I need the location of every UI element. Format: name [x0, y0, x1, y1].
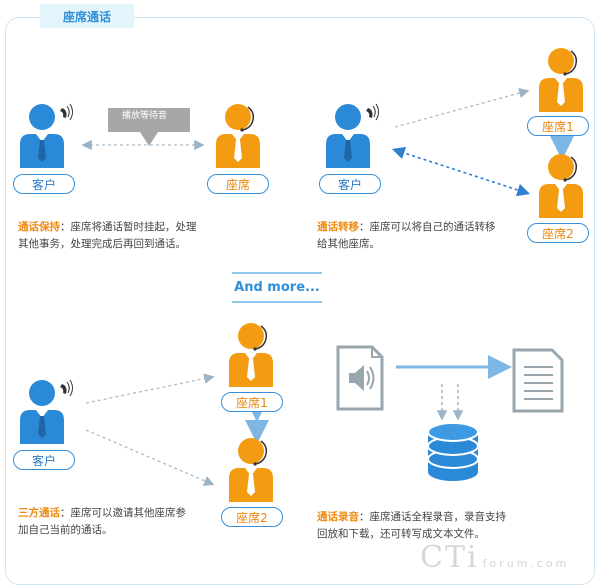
agent-label: 座席	[207, 174, 269, 194]
database-icon	[427, 422, 479, 481]
audio-file-icon	[336, 345, 384, 411]
agent2-label-1: 座席2	[527, 223, 589, 243]
transfer-description: 通话转移：座席可以将自己的通话转移 给其他座席。	[317, 221, 496, 250]
customer-label-2: 客户	[319, 174, 381, 194]
agent2-label-2: 座席2	[221, 507, 283, 527]
recording-flow	[336, 345, 564, 481]
text-document-icon	[512, 348, 564, 413]
customer-figure-2	[326, 103, 379, 168]
recording-description: 通话录音：座席通话全程录音，录音支持 回放和下载，还可转写成文本文件。	[317, 511, 506, 540]
agent1-figure-2	[229, 323, 273, 387]
agent1-label-2: 座席1	[221, 392, 283, 412]
agent1-label-1: 座席1	[527, 116, 589, 136]
customer-figure-1	[20, 103, 73, 168]
agent-figure	[216, 104, 260, 168]
customer-label-1: 客户	[13, 174, 75, 194]
three-way-connectors	[85, 373, 269, 486]
customer-label-3: 客户	[13, 450, 75, 470]
agent2-figure-1	[539, 154, 583, 218]
transfer-connectors	[391, 88, 574, 197]
hold-connector	[81, 108, 205, 151]
agent2-figure-2	[229, 438, 273, 502]
agent1-figure-1	[539, 48, 583, 112]
hold-description: 通话保持：座席将通话暂时挂起，处理 其他事务，处理完成后再回到通话。	[18, 221, 197, 250]
diagram-title: 座席通话	[40, 4, 134, 28]
hold-prompt-banner	[108, 108, 190, 146]
and-more-text: And more...	[234, 280, 320, 295]
three-way-description: 三方通话：座席可以邀请其他座席参 加自己当前的通话。	[18, 507, 186, 536]
customer-figure-3	[20, 379, 73, 444]
hold-prompt-label: 播放等待音	[122, 111, 168, 121]
